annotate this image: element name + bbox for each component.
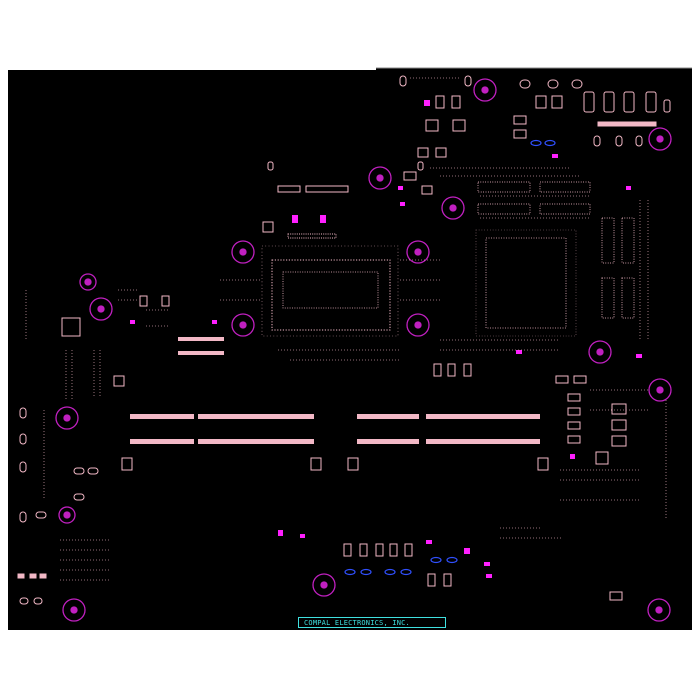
sodimm-latch-pads — [121, 457, 549, 471]
sodimm-slots — [130, 337, 540, 444]
blue-pads — [344, 139, 556, 576]
cpu-bga-footprint — [261, 245, 399, 337]
mounting-holes — [55, 78, 672, 622]
magenta-components — [130, 100, 642, 578]
company-label: COMPAL ELECTRONICS, INC. — [298, 617, 446, 628]
dram-array — [477, 181, 635, 319]
top-connectors — [277, 91, 671, 239]
capacitors — [17, 75, 643, 605]
via-fields — [25, 77, 667, 581]
pcb-outline — [8, 68, 692, 630]
pch-bga-footprint — [475, 229, 577, 337]
passive-components — [61, 95, 627, 601]
